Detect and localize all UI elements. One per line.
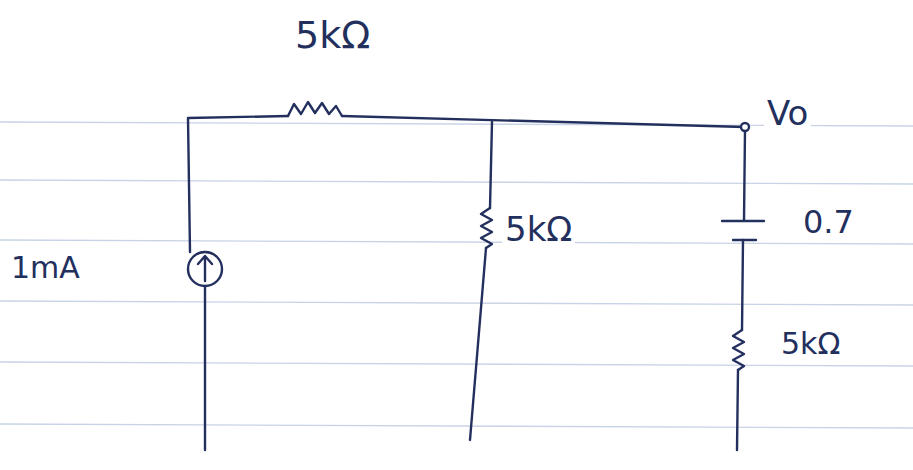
- wire: [188, 116, 288, 252]
- resistor-symbol: [733, 330, 744, 370]
- resistor-value: 5kΩ: [502, 212, 575, 248]
- source-arrow: [198, 256, 212, 281]
- wire: [737, 370, 738, 450]
- wire: [744, 130, 745, 220]
- resistor-value: 5kΩ: [292, 16, 373, 56]
- wire: [342, 116, 745, 127]
- wire: [742, 240, 743, 330]
- battery-plate-long: [722, 220, 764, 222]
- current-value: 1mA: [8, 252, 83, 284]
- wire: [204, 286, 206, 450]
- wire: [470, 248, 486, 440]
- ruled-lines: [0, 122, 913, 428]
- battery-plate-short: [733, 239, 756, 241]
- resistor-value: 5kΩ: [778, 328, 843, 360]
- wire: [490, 122, 492, 208]
- voltage-value: 0.7: [800, 206, 857, 240]
- node-name: Vo: [764, 96, 811, 132]
- resistor-symbol: [288, 102, 342, 116]
- current-source: [188, 252, 222, 286]
- output-terminal: [741, 123, 749, 131]
- resistor-symbol: [481, 208, 492, 248]
